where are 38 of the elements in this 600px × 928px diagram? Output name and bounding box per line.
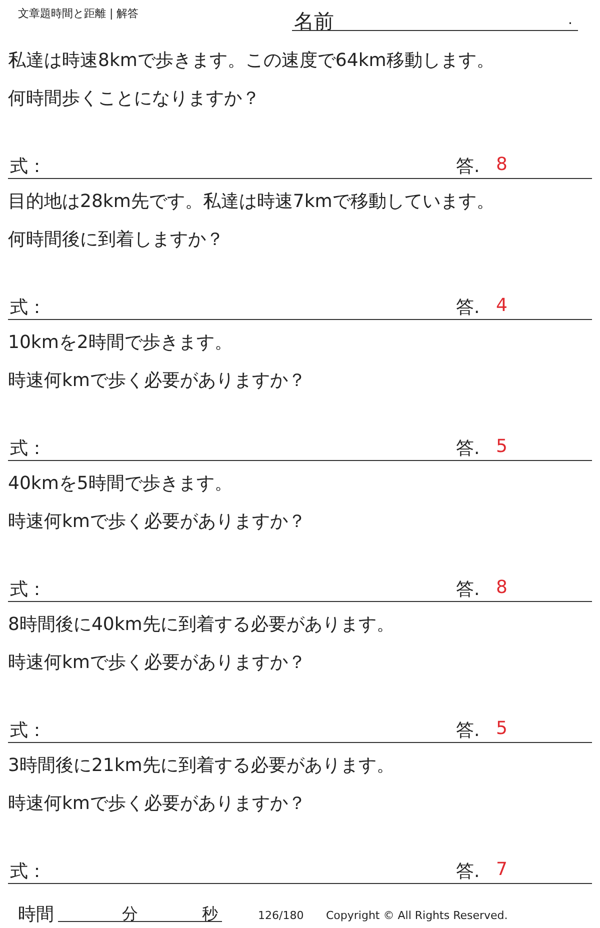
question-text: 3時間後に21km先に到着する必要があります。 — [8, 754, 394, 777]
question-text: 目的地は28km先です。私達は時速7kmで移動しています。 — [8, 190, 494, 213]
question-text: 時速何kmで歩く必要がありますか？ — [8, 651, 306, 674]
minutes-label: 分 — [122, 904, 138, 925]
answer-label: 答. — [456, 719, 480, 742]
name-line-end: . — [568, 12, 572, 28]
question-text: 時速何kmで歩く必要がありますか？ — [8, 792, 306, 815]
formula-label: 式： — [10, 296, 46, 319]
answer-label: 答. — [456, 578, 480, 601]
question-text: 何時間後に到着しますか？ — [8, 228, 224, 251]
question-text: 私達は時速8kmで歩きます。この速度で64km移動します。 — [8, 49, 494, 72]
question-text: 40kmを5時間で歩きます。 — [8, 472, 232, 495]
name-label: 名前 — [294, 8, 334, 35]
question-text: 何時間歩くことになりますか？ — [8, 87, 260, 110]
answer-value: 8 — [496, 577, 508, 598]
answer-label: 答. — [456, 296, 480, 319]
seconds-label: 秒 — [202, 904, 218, 925]
copyright-notice: Copyright © All Rights Reserved. — [326, 909, 508, 922]
question-text: 8時間後に40km先に到着する必要があります。 — [8, 613, 394, 636]
answer-value: 5 — [496, 436, 508, 457]
formula-label: 式： — [10, 860, 46, 883]
answer-value: 8 — [496, 154, 508, 175]
question-text: 時速何kmで歩く必要がありますか？ — [8, 510, 306, 533]
formula-label: 式： — [10, 719, 46, 742]
formula-label: 式： — [10, 155, 46, 178]
answer-value: 7 — [496, 859, 508, 880]
worksheet-title: 文章題時間と距離 | 解答 — [18, 6, 139, 21]
answer-label: 答. — [456, 860, 480, 883]
time-label: 時間 — [18, 903, 54, 926]
answer-label: 答. — [456, 155, 480, 178]
question-text: 時速何kmで歩く必要がありますか？ — [8, 369, 306, 392]
formula-label: 式： — [10, 578, 46, 601]
question-text: 10kmを2時間で歩きます。 — [8, 331, 232, 354]
answer-value: 4 — [496, 295, 508, 316]
page-number: 126/180 — [258, 909, 304, 922]
answer-value: 5 — [496, 718, 508, 739]
answer-label: 答. — [456, 437, 480, 460]
formula-label: 式： — [10, 437, 46, 460]
